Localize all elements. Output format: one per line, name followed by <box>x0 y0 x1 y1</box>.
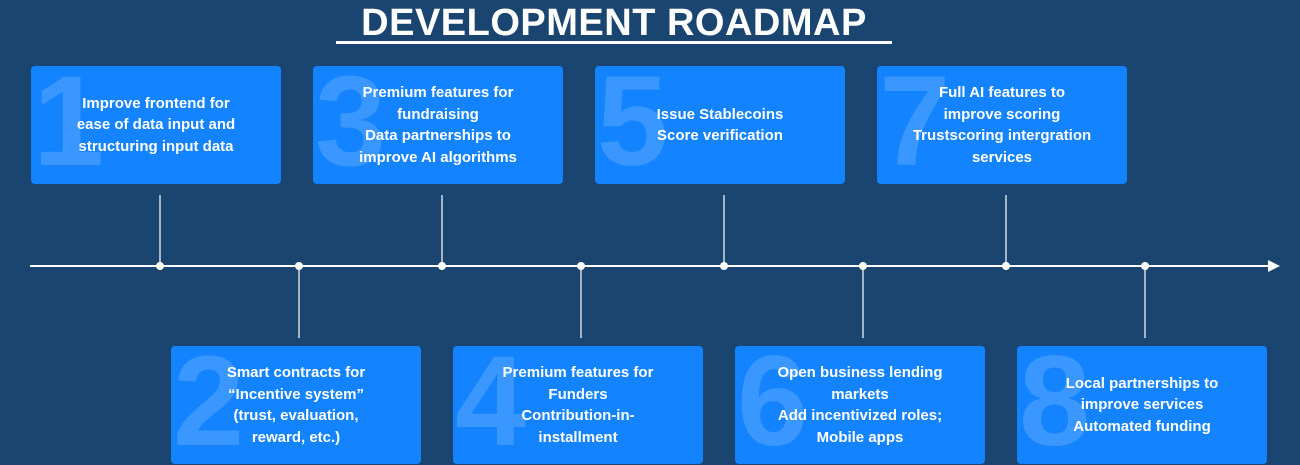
milestone-number: 3 <box>315 66 387 184</box>
milestone-number: 5 <box>597 66 669 184</box>
milestone-line: markets <box>831 385 889 403</box>
milestone-line: Data partnerships to <box>365 127 511 144</box>
timeline-dot-6 <box>859 262 867 270</box>
milestone-number: 2 <box>173 346 245 464</box>
milestone-line: Local partnerships to <box>1065 374 1219 392</box>
milestone-text: Premium features for Funders Contributio… <box>453 346 703 464</box>
milestone-text: Local partnerships to improve services A… <box>1017 346 1267 464</box>
milestone-line: improve services <box>1080 396 1204 414</box>
timeline-dot-1 <box>156 262 164 270</box>
milestone-card-3: 3 Premium features for fundraising Data … <box>313 66 563 184</box>
timeline-dot-7 <box>1002 262 1010 270</box>
timeline-dot-3 <box>438 262 446 270</box>
milestone-text: Open business lending markets Add incent… <box>735 346 985 464</box>
page-title: DEVELOPMENT ROADMAP <box>336 2 892 44</box>
milestone-line: fundraising <box>397 105 479 123</box>
milestone-line: reward, etc.) <box>251 428 341 446</box>
milestone-number: 4 <box>455 346 527 464</box>
timeline-dot-8 <box>1141 262 1149 270</box>
milestone-line: Full AI features to <box>938 84 1066 101</box>
milestone-text: Improve frontend for ease of data input … <box>31 66 281 184</box>
timeline-connectors <box>156 195 1149 338</box>
milestone-number: 8 <box>1019 346 1091 464</box>
milestone-line: Score verification <box>657 127 783 144</box>
milestone-card-5: 5 Issue Stablecoins Score verification <box>595 66 845 184</box>
milestone-line: Premium features for <box>362 84 514 101</box>
milestone-card-7: 7 Full AI features to improve scoring Tr… <box>877 66 1127 184</box>
milestone-number: 7 <box>879 66 951 184</box>
milestone-text: Smart contracts for “Incentive system” (… <box>171 346 421 464</box>
milestone-card-4: 4 Premium features for Funders Contribut… <box>453 346 703 464</box>
milestone-line: improve scoring <box>943 105 1061 123</box>
milestone-card-6: 6 Open business lending markets Add ince… <box>735 346 985 464</box>
milestone-line: services <box>971 148 1033 166</box>
timeline-dot-2 <box>295 262 303 270</box>
milestone-line: Add incentivized roles; <box>777 407 943 424</box>
milestone-line: Issue Stablecoins <box>656 105 784 123</box>
milestone-number: 6 <box>737 346 809 464</box>
milestone-line: (trust, evaluation, <box>233 407 359 424</box>
milestone-line: structuring input data <box>78 137 234 155</box>
milestone-number: 1 <box>33 66 105 184</box>
milestone-card-2: 2 Smart contracts for “Incentive system”… <box>171 346 421 464</box>
milestone-card-1: 1 Improve frontend for ease of data inpu… <box>31 66 281 184</box>
timeline-dot-4 <box>577 262 585 270</box>
milestone-line: “Incentive system” <box>228 385 364 403</box>
milestone-line: Open business lending <box>777 364 943 381</box>
milestone-text: Premium features for fundraising Data pa… <box>313 66 563 184</box>
milestone-card-8: 8 Local partnerships to improve services… <box>1017 346 1267 464</box>
milestone-line: Contribution-in- <box>521 407 635 424</box>
timeline-dot-5 <box>720 262 728 270</box>
milestone-line: Smart contracts for <box>226 364 366 381</box>
milestone-line: installment <box>538 428 618 446</box>
milestone-line: Automated funding <box>1073 417 1211 435</box>
milestone-line: Trustscoring intergration <box>912 127 1092 144</box>
milestone-line: Improve frontend for <box>82 94 230 112</box>
milestone-text: Full AI features to improve scoring Trus… <box>877 66 1127 184</box>
milestone-line: ease of data input and <box>76 116 236 134</box>
milestone-line: Mobile apps <box>816 428 904 446</box>
milestone-line: improve AI algorithms <box>359 148 517 166</box>
milestone-text: Issue Stablecoins Score verification <box>595 66 845 184</box>
milestone-line: Premium features for <box>502 364 654 381</box>
milestone-line: Funders <box>548 385 608 403</box>
timeline-arrowhead <box>1268 260 1280 272</box>
